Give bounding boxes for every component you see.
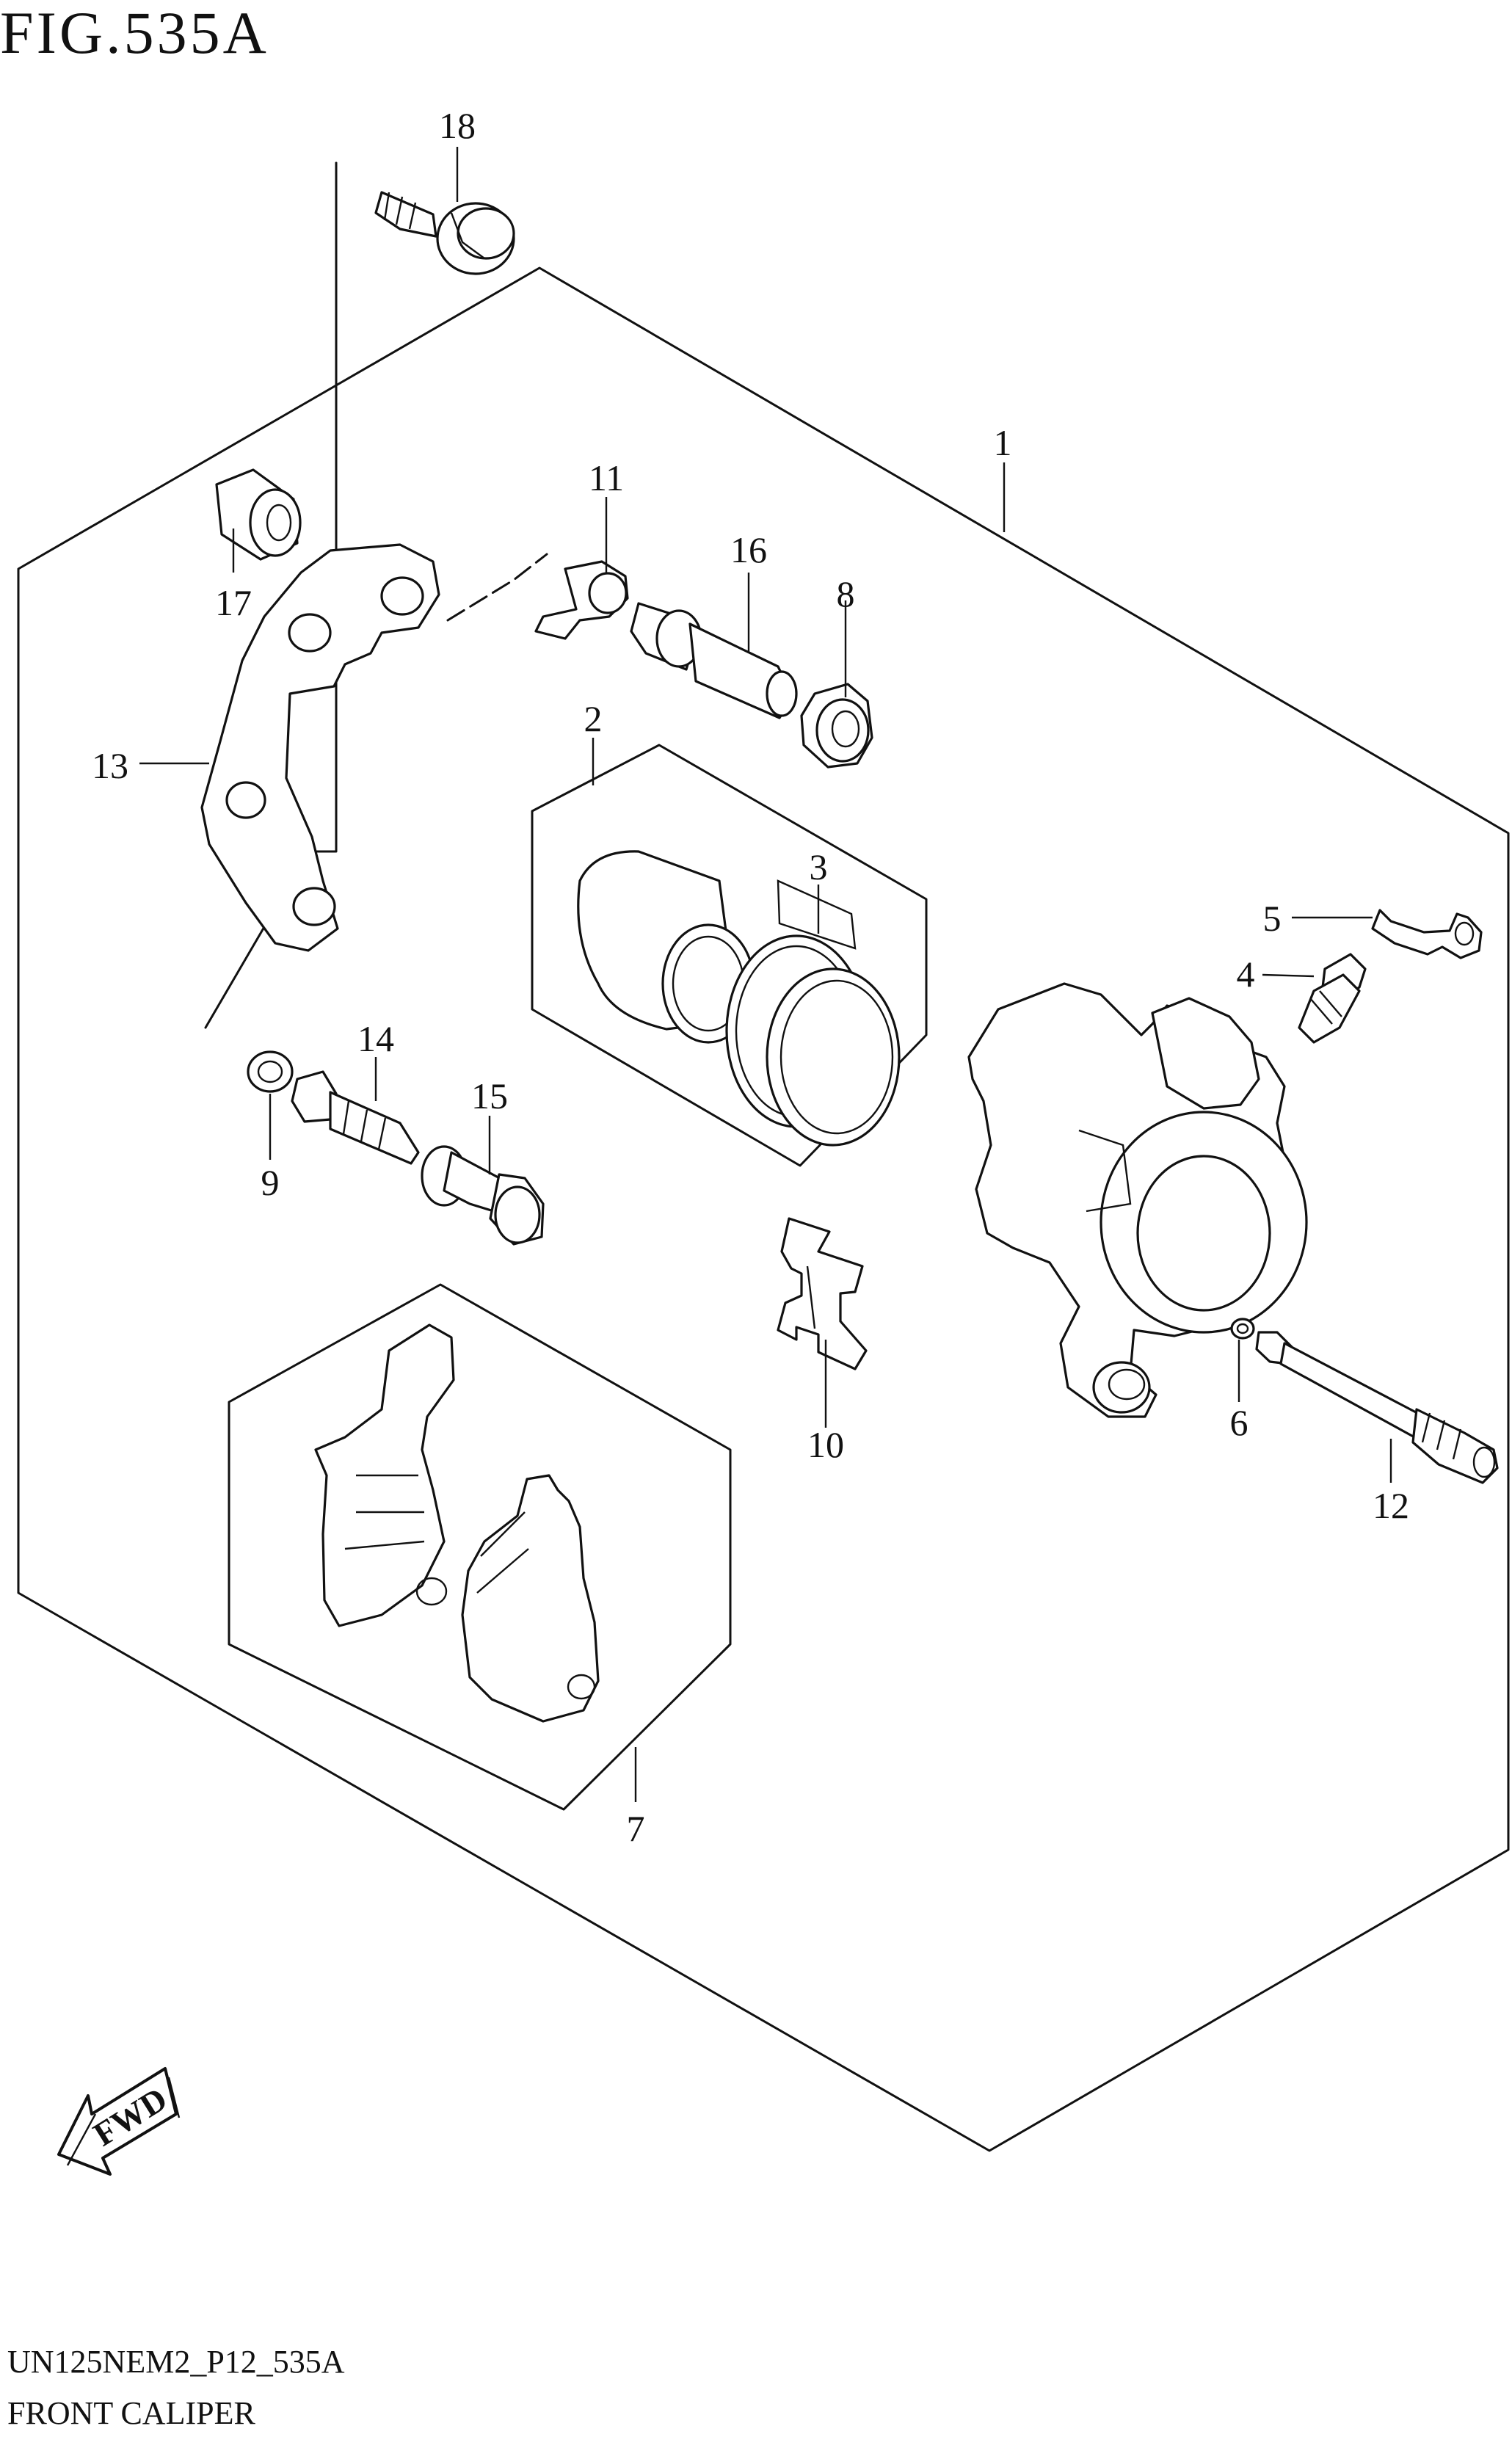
pad-spring-10 (777, 1217, 868, 1370)
callout-labels: 18 1 11 16 8 17 2 13 3 5 4 14 15 9 6 10 … (92, 105, 1409, 1849)
callout-2: 2 (584, 698, 603, 739)
callout-17: 17 (215, 582, 252, 623)
washer-9 (247, 1050, 294, 1093)
seals-3 (725, 879, 901, 1147)
pad-group-outline (228, 1283, 732, 1811)
bracket-to-clip-guide (446, 553, 548, 622)
callout-1: 1 (994, 422, 1012, 463)
callout-18: 18 (439, 105, 476, 146)
callout-4: 4 (1237, 954, 1255, 995)
callout-7: 7 (627, 1808, 645, 1849)
callout-15: 15 (471, 1075, 508, 1116)
callout-6: 6 (1230, 1402, 1249, 1443)
fwd-arrow-icon: FWD (57, 2067, 181, 2176)
footer-code: UN125NEM2_P12_535A (7, 2344, 345, 2380)
slide-pin-16 (630, 602, 798, 719)
callout-13: 13 (92, 745, 128, 786)
callout-3: 3 (810, 846, 828, 887)
clip-11 (534, 560, 629, 640)
footer-name: FRONT CALIPER (7, 2395, 255, 2431)
assembly-group-outline (17, 266, 1510, 2152)
callout-14: 14 (357, 1018, 394, 1059)
callout-12: 12 (1373, 1485, 1409, 1526)
piston-group-outline (531, 744, 928, 1167)
callout-5: 5 (1263, 898, 1282, 939)
bleeder-screw-4 (1298, 953, 1367, 1044)
bracket-guide-line (204, 161, 338, 1029)
callout-9: 9 (261, 1162, 280, 1203)
boot-8 (800, 683, 873, 769)
caliper-bracket-13 (200, 543, 440, 952)
slide-pin-12 (1255, 1331, 1499, 1484)
brake-pads-7 (314, 1323, 600, 1723)
bolt-18 (374, 191, 515, 275)
caliper-body-1 (967, 982, 1308, 1418)
cap-5 (1371, 909, 1483, 959)
slide-pin-15 (421, 1145, 545, 1246)
callout-10: 10 (807, 1424, 844, 1465)
leader-lines (139, 147, 1392, 1802)
figure-title: FIG.535A (0, 0, 269, 66)
bolt-14 (291, 1070, 420, 1165)
callout-8: 8 (837, 573, 855, 614)
washer-6 (1230, 1318, 1255, 1340)
callout-11: 11 (589, 457, 624, 498)
collar-17 (215, 468, 302, 561)
callout-16: 16 (730, 529, 767, 570)
